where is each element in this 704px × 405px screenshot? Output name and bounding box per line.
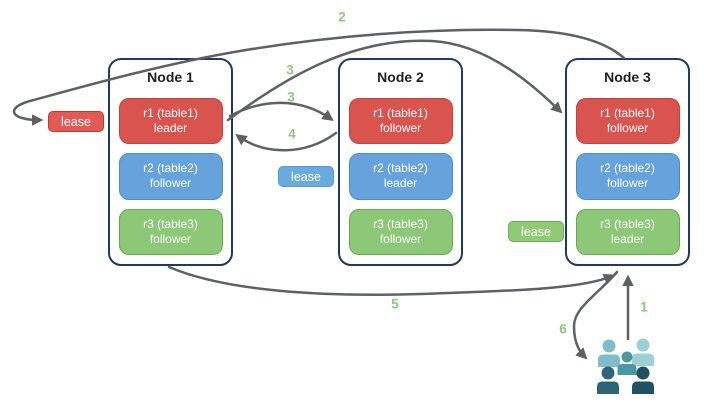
arrow-step-2-node3-to-lease [12, 28, 626, 126]
replica-line2: follower [606, 176, 649, 191]
replica-line2: follower [149, 231, 192, 246]
replica-r2-table2-leader: r2 (table2) leader [348, 153, 453, 200]
lease-badge-table1: lease [48, 111, 104, 132]
replica-line1: r3 (table3) [373, 216, 428, 231]
node-box-3: Node 3 r1 (table1) follower r2 (table2) … [565, 58, 690, 266]
replica-line1: r2 (table2) [143, 161, 198, 176]
step-number-6: 6 [559, 321, 567, 337]
arrow-step-3-node1-to-node2 [228, 101, 334, 121]
step-number-5: 5 [391, 296, 399, 312]
replica-r2-table2-follower: r2 (table2) follower [118, 153, 223, 200]
replica-r1-table1-follower: r1 (table1) follower [348, 98, 453, 145]
replica-r1-table1-leader: r1 (table1) leader [118, 98, 223, 145]
replica-line2: follower [379, 121, 422, 136]
replica-line1: r1 (table1) [600, 106, 655, 121]
user-person [597, 366, 619, 394]
user-person [632, 366, 654, 394]
node-title: Node 1 [147, 69, 194, 85]
step-number-3-lower: 3 [287, 89, 295, 105]
lease-badge-table2: lease [278, 166, 334, 187]
replica-line2: leader [610, 231, 645, 246]
replica-line2: follower [606, 121, 649, 136]
replica-line2: follower [379, 231, 422, 246]
node-title: Node 3 [604, 69, 651, 85]
replica-line1: r3 (table3) [143, 216, 198, 231]
replica-r3-table3-follower: r3 (table3) follower [118, 208, 223, 255]
user-person [632, 338, 654, 366]
replica-line2: leader [383, 176, 418, 191]
replica-r2-table2-follower: r2 (table2) follower [575, 153, 680, 200]
users-group-icon [597, 338, 654, 394]
user-person [598, 339, 620, 367]
replica-line1: r3 (table3) [600, 216, 655, 231]
replica-line2: leader [153, 121, 188, 136]
replica-r3-table3-leader: r3 (table3) leader [575, 208, 680, 255]
replica-line1: r1 (table1) [373, 106, 428, 121]
step-number-1: 1 [640, 299, 648, 315]
lease-badge-table3: lease [508, 221, 564, 242]
replica-line1: r2 (table2) [600, 161, 655, 176]
step-number-4: 4 [288, 126, 296, 142]
replica-r3-table3-follower: r3 (table3) follower [348, 208, 453, 255]
arrow-step-4-node2-to-node1 [235, 131, 338, 152]
step-number-2: 2 [338, 9, 346, 25]
replica-line2: follower [149, 176, 192, 191]
step-number-3-upper: 3 [286, 62, 294, 78]
user-person [617, 351, 637, 375]
replica-line1: r2 (table2) [373, 161, 428, 176]
node-box-2: Node 2 r1 (table1) follower r2 (table2) … [338, 58, 463, 266]
node-box-1: Node 1 r1 (table1) leader r2 (table2) fo… [108, 58, 233, 266]
node-title: Node 2 [377, 69, 424, 85]
replica-line1: r1 (table1) [143, 106, 198, 121]
replica-r1-table1-follower: r1 (table1) follower [575, 98, 680, 145]
arrow-step-5-node1-to-node3 [167, 265, 616, 296]
